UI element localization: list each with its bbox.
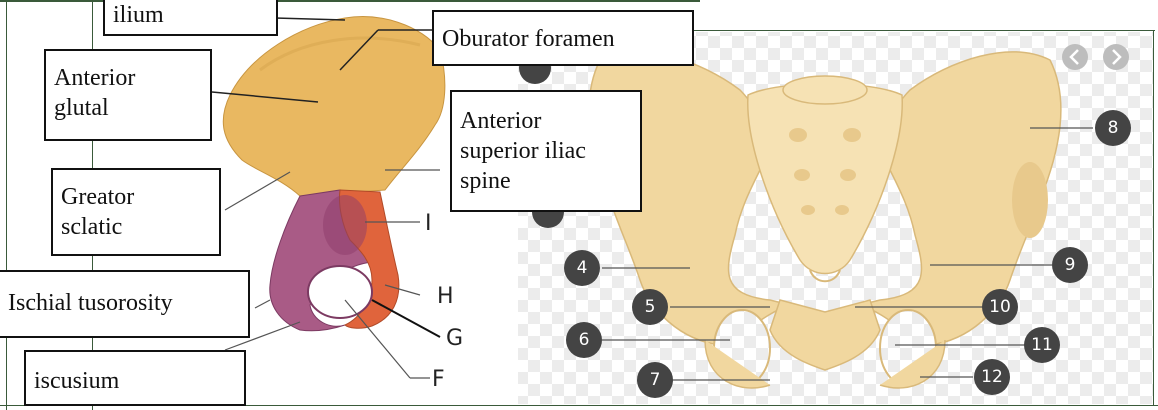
marker-12: 12 — [974, 359, 1010, 395]
marker-10: 10 — [982, 289, 1018, 325]
label-obturator-foramen-text: Oburator foramen — [442, 26, 615, 52]
marker-10-label: 10 — [989, 297, 1011, 317]
marker-4-label: 4 — [577, 258, 588, 278]
marker-11-label: 11 — [1031, 335, 1053, 355]
label-ilium-text: ilium — [113, 2, 164, 28]
label-ilium: ilium — [103, 0, 278, 36]
prev-button[interactable] — [1062, 44, 1088, 70]
marker-6-label: 6 — [579, 330, 590, 350]
marker-7-label: 7 — [650, 370, 661, 390]
marker-9: 9 — [1052, 247, 1088, 283]
letter-label-f: F — [432, 367, 445, 392]
letter-label-g: G — [446, 326, 463, 351]
label-ischial-tuberosity: Ischial tusorosity — [0, 270, 250, 338]
marker-8-label: 8 — [1108, 118, 1119, 138]
marker-8: 8 — [1095, 110, 1131, 146]
marker-11: 11 — [1024, 327, 1060, 363]
label-greator-sciatic: Greator sclatic — [51, 168, 221, 256]
marker-6: 6 — [566, 322, 602, 358]
acetabulum — [323, 195, 367, 255]
next-button[interactable] — [1103, 44, 1129, 70]
label-anterior-glutal: Anterior glutal — [44, 49, 212, 141]
marker-4: 4 — [564, 250, 600, 286]
label-anterior-superior-iliac-spine-text: Anterior superior iliac spine — [460, 108, 586, 194]
marker-12-label: 12 — [981, 367, 1003, 387]
label-ischium: iscusium — [24, 350, 246, 406]
label-obturator-foramen: Oburator foramen — [432, 10, 694, 66]
marker-9-label: 9 — [1065, 255, 1076, 275]
label-anterior-glutal-text: Anterior glutal — [54, 65, 135, 121]
label-anterior-superior-iliac-spine: Anterior superior iliac spine — [450, 90, 642, 212]
obturator-foramen-hole — [308, 266, 372, 318]
label-ischial-tuberosity-text: Ischial tusorosity — [8, 290, 173, 316]
label-ischium-text: iscusium — [34, 368, 119, 394]
marker-5-label: 5 — [645, 297, 656, 317]
label-greator-sciatic-text: Greator sclatic — [61, 184, 134, 240]
letter-label-i: I — [425, 211, 432, 236]
letter-label-h: H — [437, 284, 454, 309]
marker-7: 7 — [637, 362, 673, 398]
marker-5: 5 — [632, 289, 668, 325]
